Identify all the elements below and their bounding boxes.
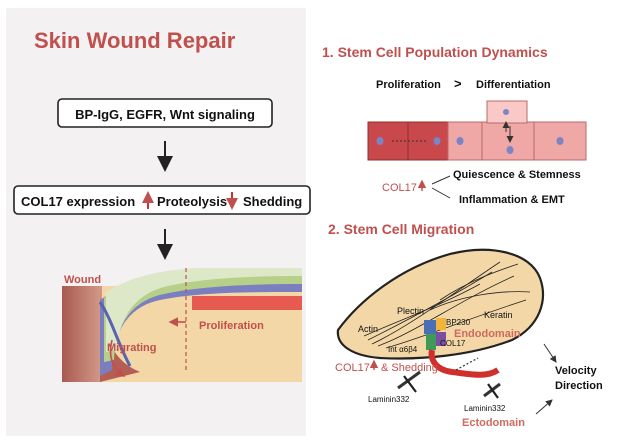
section1-title: 1. Stem Cell Population Dynamics	[322, 44, 548, 60]
laminin-right-label: Laminin332	[464, 404, 506, 413]
main-title: Skin Wound Repair	[34, 28, 236, 53]
signaling-label: BP-IgG, EGFR, Wnt signaling	[75, 107, 255, 122]
section1-col17-label: COL17	[382, 182, 417, 194]
migrating-cell-illustration	[336, 248, 557, 415]
expression-proteolysis-label: Proteolysis	[157, 194, 227, 209]
quiescence-connector	[431, 175, 451, 185]
keratin-label: Keratin	[484, 310, 513, 320]
section1-greater-sign: >	[454, 76, 462, 91]
shedding-suffix-label: & Shedding	[381, 362, 438, 374]
inflammation-connector	[431, 187, 451, 199]
stem-cell-row-illustration	[367, 100, 587, 161]
migrating-label: Migrating	[107, 342, 157, 354]
plectin-label: Plectin	[397, 306, 424, 316]
bp230-label: BP230	[446, 318, 471, 327]
expression-shedding-label: Shedding	[243, 194, 302, 209]
expression-col17-label: COL17 expression	[21, 194, 135, 209]
signaling-box	[57, 98, 273, 128]
wound-tissue-illustration	[62, 268, 302, 382]
endodomain-label: Endodomain	[454, 328, 521, 340]
section1-differentiation-label: Differentiation	[476, 79, 551, 91]
direction-label: Direction	[555, 380, 603, 392]
section2-title: 2. Stem Cell Migration	[328, 221, 474, 237]
wound-label: Wound	[64, 274, 101, 286]
ectodomain-label: Ectodomain	[462, 417, 525, 429]
laminin-left-label: Laminin332	[368, 395, 410, 404]
shedding-col17-label: COL17	[335, 362, 370, 374]
velocity-label: Velocity	[555, 365, 597, 377]
col17-protein-label: COL17	[440, 339, 466, 348]
quiescence-label: Quiescence & Stemness	[453, 169, 581, 181]
integrin-label: Int α6β4	[388, 345, 418, 354]
section1-proliferation-label: Proliferation	[376, 79, 441, 91]
inflammation-label: Inflammation & EMT	[459, 194, 565, 206]
actin-label: Actin	[358, 324, 378, 334]
proliferation-label: Proliferation	[199, 320, 264, 332]
